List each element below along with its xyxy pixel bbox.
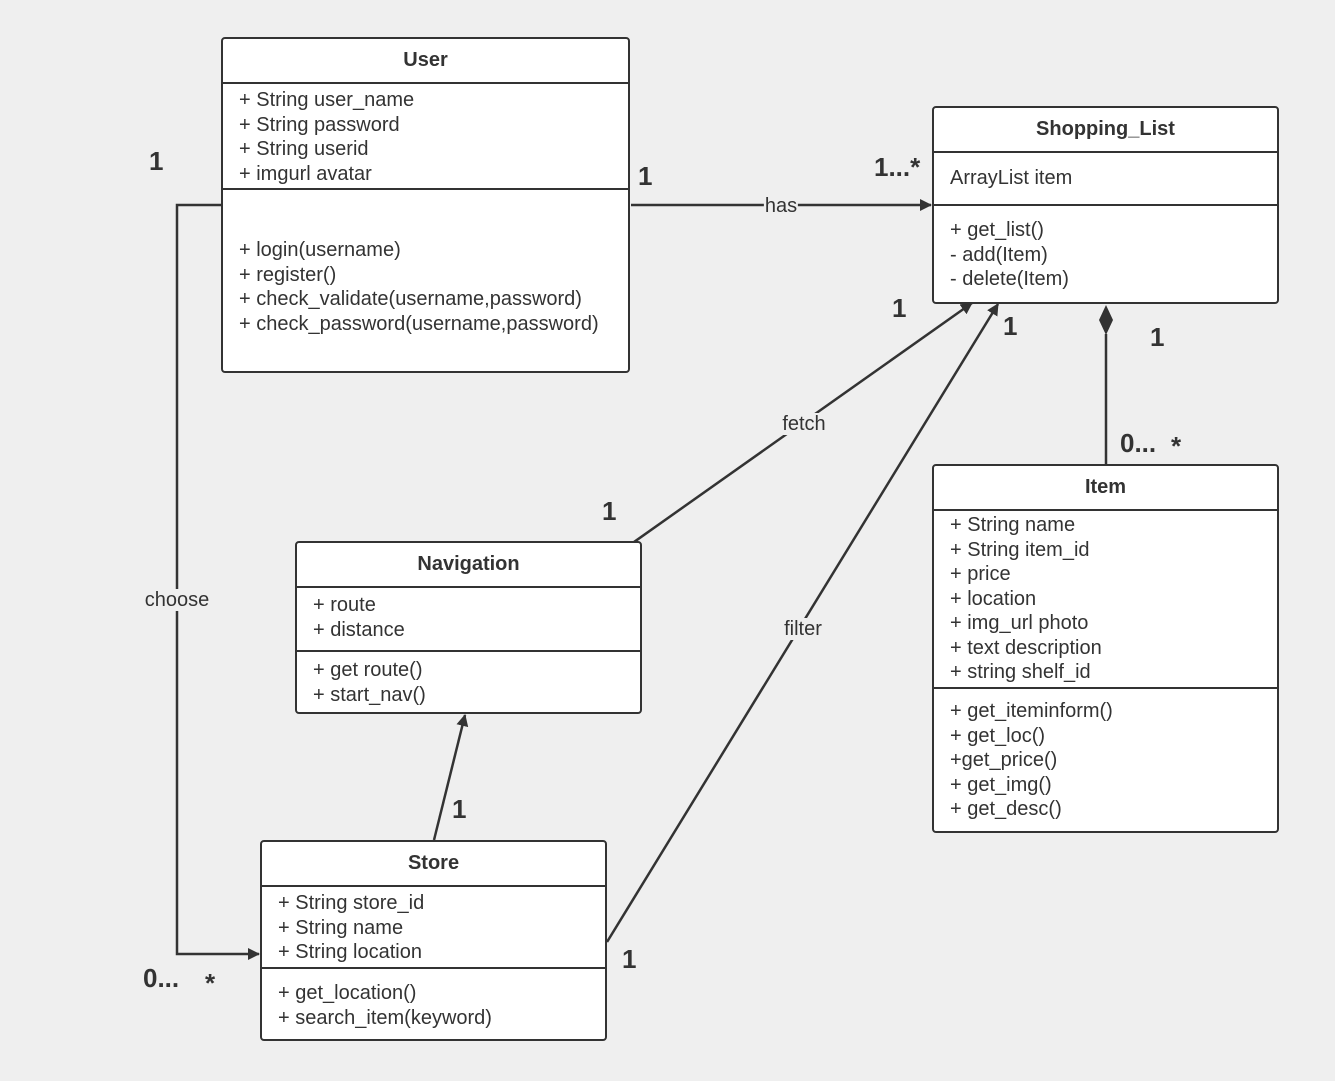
navigation-methods: + get route() + start_nav() [297, 652, 640, 707]
has-label: has [763, 195, 799, 217]
composition-part-multiplicity-star: * [1171, 431, 1182, 461]
store-attributes: + String store_id + String name + String… [262, 887, 605, 969]
composition-diamond-icon [1099, 305, 1113, 335]
shopping-list-class: Shopping_List ArrayList item + get_list(… [932, 106, 1279, 304]
item-class: Item + String name + String item_id + pr… [932, 464, 1279, 833]
item-method: +get_price() [950, 749, 1058, 771]
fetch-label: fetch [781, 413, 827, 435]
item-attributes: + String name + String item_id + price +… [934, 511, 1277, 689]
item-method: + get_desc() [950, 798, 1062, 820]
item-attribute: + String name [950, 514, 1076, 536]
filter-target-multiplicity: 1 [1003, 311, 1018, 341]
shopping-list-methods: + get_list() - add(Item) - delete(Item) [934, 206, 1277, 292]
store-nav-multiplicity: 1 [452, 794, 467, 824]
user-method: + register() [239, 263, 337, 286]
has-source-multiplicity: 1 [638, 161, 653, 191]
shopping-list-method: - add(Item) [950, 243, 1048, 266]
user-attribute: + String password [239, 113, 400, 136]
user-attribute: + imgurl avatar [239, 162, 372, 185]
choose-association-line [175, 203, 260, 960]
item-attribute: + img_url photo [950, 612, 1089, 634]
choose-label: choose [143, 589, 211, 611]
item-method: + get_iteminform() [950, 700, 1113, 722]
item-attribute: + string shelf_id [950, 661, 1091, 683]
user-class: User + String user_name + String passwor… [221, 37, 630, 373]
navigation-attributes: + route + distance [297, 588, 640, 652]
store-attribute: + String store_id [278, 892, 425, 914]
user-method: + check_validate(username,password) [239, 288, 582, 310]
store-method: + search_item(keyword) [278, 1006, 492, 1029]
user-class-name: User [223, 39, 628, 84]
item-attribute: + String item_id [950, 538, 1090, 561]
store-method: + get_location() [278, 982, 417, 1004]
filter-label: filter [783, 618, 823, 640]
user-method: + check_password(username,password) [239, 312, 599, 335]
item-attribute: + price [950, 563, 1011, 585]
item-methods: + get_iteminform() + get_loc() +get_pric… [934, 689, 1277, 822]
shopping-list-method: - delete(Item) [950, 268, 1069, 290]
user-method: + login(username) [239, 239, 401, 261]
item-attribute: + location [950, 587, 1037, 610]
choose-source-multiplicity: 1 [149, 146, 164, 176]
store-class: Store + String store_id + String name + … [260, 840, 607, 1041]
shopping-list-attribute: ArrayList item [950, 167, 1073, 189]
item-method: + get_loc() [950, 724, 1046, 747]
navigation-class: Navigation + route + distance + get rout… [295, 541, 642, 714]
fetch-source-multiplicity: 1 [602, 496, 617, 526]
composition-part-multiplicity: 0... [1120, 428, 1157, 458]
user-attribute: + String user_name [239, 89, 415, 111]
navigation-attribute: + distance [313, 618, 405, 641]
store-attribute: + String location [278, 941, 422, 963]
user-attributes: + String user_name + String password + S… [223, 84, 628, 190]
choose-target-multiplicity: 0... [143, 963, 180, 993]
filter-source-multiplicity: 1 [622, 944, 637, 974]
has-target-multiplicity: 1...* [874, 152, 921, 182]
navigation-attribute: + route [313, 594, 376, 616]
choose-target-multiplicity-star: * [205, 968, 216, 998]
fetch-target-multiplicity: 1 [892, 293, 907, 323]
user-methods: + login(username) + register() + check_v… [223, 190, 628, 336]
navigation-method: + get route() [313, 659, 423, 681]
item-attribute: + text description [950, 636, 1102, 659]
item-method: + get_img() [950, 773, 1052, 796]
store-attribute: + String name [278, 916, 404, 939]
user-attribute: + String userid [239, 138, 369, 160]
item-class-name: Item [934, 466, 1277, 511]
navigation-method: + start_nav() [313, 683, 426, 706]
shopping-list-class-name: Shopping_List [934, 108, 1277, 153]
composition-whole-multiplicity: 1 [1150, 322, 1165, 352]
navigation-class-name: Navigation [297, 543, 640, 588]
store-class-name: Store [262, 842, 605, 887]
store-navigation-line [432, 714, 469, 841]
shopping-list-method: + get_list() [950, 219, 1044, 241]
shopping-list-attributes: ArrayList item [934, 153, 1277, 206]
store-methods: + get_location() + search_item(keyword) [262, 969, 605, 1030]
